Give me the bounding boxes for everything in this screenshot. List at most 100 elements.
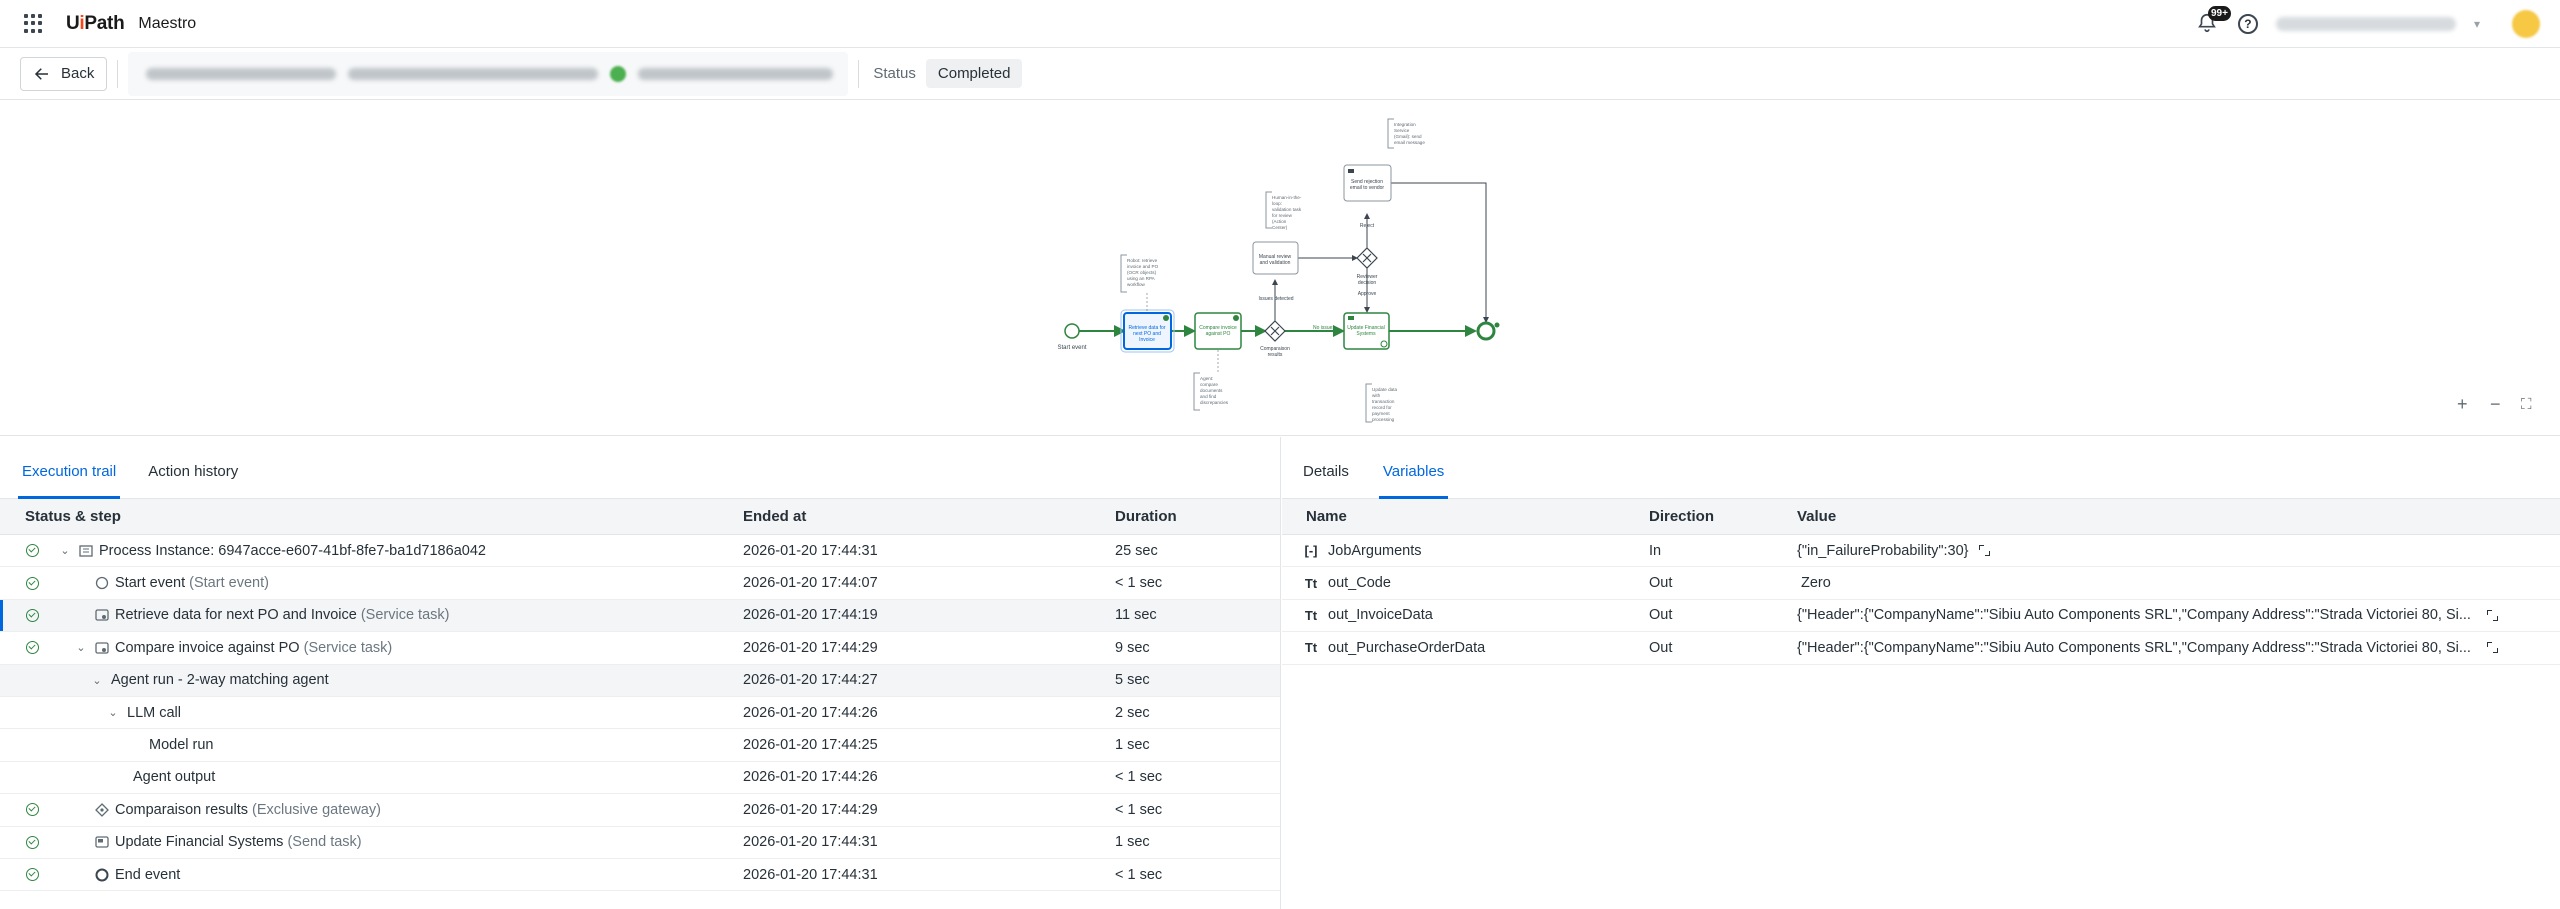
table-row[interactable]: ⌄ Process Instance: 6947acce-e607-41bf-8… [0,535,1280,568]
duration: < 1 sec [1115,866,1163,883]
fit-to-screen-icon[interactable]: ⛶ [2521,396,2532,413]
task-compare-invoice[interactable] [1194,312,1242,350]
variable-value: {"in_FailureProbability":30} [1797,542,1969,559]
ended-at: 2026-01-20 17:44:29 [743,801,878,818]
duration: < 1 sec [1115,769,1163,786]
breadcrumb[interactable] [128,51,849,96]
app-launcher-icon[interactable] [24,13,44,34]
breadcrumb-item[interactable] [146,67,337,80]
selection-outline [1120,309,1175,353]
back-button[interactable]: Back [20,56,108,91]
ended-at: 2026-01-20 17:44:29 [743,639,878,656]
column-header[interactable]: Value [1797,508,1837,525]
edge-label: Reject [1360,223,1375,229]
task-retrieve-data[interactable] [1123,312,1172,350]
table-row[interactable]: ⌄ LLM call 2026-01-20 17:44:26 2 sec [0,697,1280,730]
table-row[interactable]: Start event (Start event) 2026-01-20 17:… [0,567,1280,600]
table-row[interactable]: ⌄ Compare invoice against PO (Service ta… [0,632,1280,665]
variable-value: {"Header":{"CompanyName":"Sibiu Auto Com… [1797,639,2471,656]
zoom-out-button[interactable]: − [2490,394,2501,414]
expand-icon[interactable] [1978,545,1990,557]
table-row[interactable]: Model run 2026-01-20 17:44:25 1 sec [0,729,1280,762]
divider [117,59,119,88]
execution-trail-panel: Execution trail Action history Status & … [0,437,1281,909]
column-header[interactable]: Direction [1649,508,1715,525]
start-event[interactable] [1064,323,1080,339]
uipath-logo[interactable]: UiPath [66,12,125,34]
gateway-x-icon [1270,326,1280,336]
ended-at: 2026-01-20 17:44:31 [743,866,878,883]
success-check-icon [26,544,39,558]
table-row[interactable]: ⌄ Agent run - 2-way matching agent 2026-… [0,664,1280,697]
edge-label: Issues detected [1258,296,1293,302]
column-header[interactable]: Status & step [25,508,121,525]
chevron-down-icon[interactable]: ⌄ [108,707,118,720]
end-event-icon [95,868,109,882]
help-icon[interactable]: ? [2237,14,2258,34]
status-label: Status [873,65,916,82]
chevron-down-icon[interactable]: ⌄ [60,545,70,558]
chevron-down-icon[interactable]: ⌄ [92,674,102,687]
variable-direction: Out [1649,639,1673,656]
step-name: Start event [115,575,186,592]
variable-row[interactable]: [-]JobArguments In {"in_FailureProbabili… [1282,535,2560,568]
instance-header: Back Status Completed [0,48,2560,100]
column-header[interactable]: Duration [1115,508,1177,525]
table-row[interactable]: Retrieve data for next PO and Invoice (S… [0,599,1280,633]
breadcrumb-item[interactable] [638,67,834,80]
user-name-blurred[interactable] [2275,17,2456,31]
task-complete-icon [1233,315,1239,321]
variable-value: {"Header":{"CompanyName":"Sibiu Auto Com… [1797,607,2471,624]
table-row[interactable]: Comparaison results (Exclusive gateway) … [0,794,1280,827]
chevron-down-icon[interactable]: ▾ [2473,17,2480,31]
notifications-button[interactable]: 99+ [2196,6,2231,36]
duration: 1 sec [1115,834,1150,851]
column-header[interactable]: Ended at [743,508,807,525]
duration: 1 sec [1115,737,1150,754]
success-check-icon [26,868,39,882]
task-update-financial[interactable] [1343,312,1390,350]
end-event[interactable] [1476,321,1496,341]
tab-execution-trail[interactable]: Execution trail [17,463,121,499]
table-row[interactable]: Agent output 2026-01-20 17:44:26 < 1 sec [0,762,1280,795]
task-manual-review[interactable] [1252,241,1299,275]
ended-at: 2026-01-20 17:44:07 [743,575,878,592]
variable-direction: Out [1649,575,1673,592]
edge-label: No issues [1313,325,1335,331]
duration: 11 sec [1115,607,1157,624]
expand-icon[interactable] [2486,609,2498,621]
tab-details[interactable]: Details [1303,463,1349,480]
expand-icon[interactable] [2486,642,2498,654]
step-name: Update Financial Systems [115,834,284,851]
variable-direction: In [1649,542,1662,559]
task-complete-icon [1163,315,1169,321]
chevron-down-icon[interactable]: ⌄ [76,642,86,655]
service-task-icon [95,608,109,622]
task-send-rejection[interactable] [1343,164,1392,202]
column-header[interactable]: Name [1306,508,1347,525]
avatar[interactable] [2512,10,2540,38]
step-name: Agent output [133,769,216,786]
tab-action-history[interactable]: Action history [148,463,239,480]
step-name: Agent run - 2-way matching agent [111,672,329,689]
table-row[interactable]: End event 2026-01-20 17:44:31 < 1 sec [0,859,1280,892]
start-event-label: Start event [1057,345,1086,351]
variable-name: out_InvoiceData [1328,607,1433,624]
step-name: Compare invoice against PO [115,639,300,656]
table-row[interactable]: Update Financial Systems (Send task) 202… [0,827,1280,859]
breadcrumb-item[interactable] [348,67,599,80]
zoom-in-button[interactable]: + [2457,394,2468,414]
status-badge: Completed [925,59,1023,88]
tab-variables[interactable]: Variables [1378,463,1449,499]
text-type-icon: Tt [1304,607,1318,623]
